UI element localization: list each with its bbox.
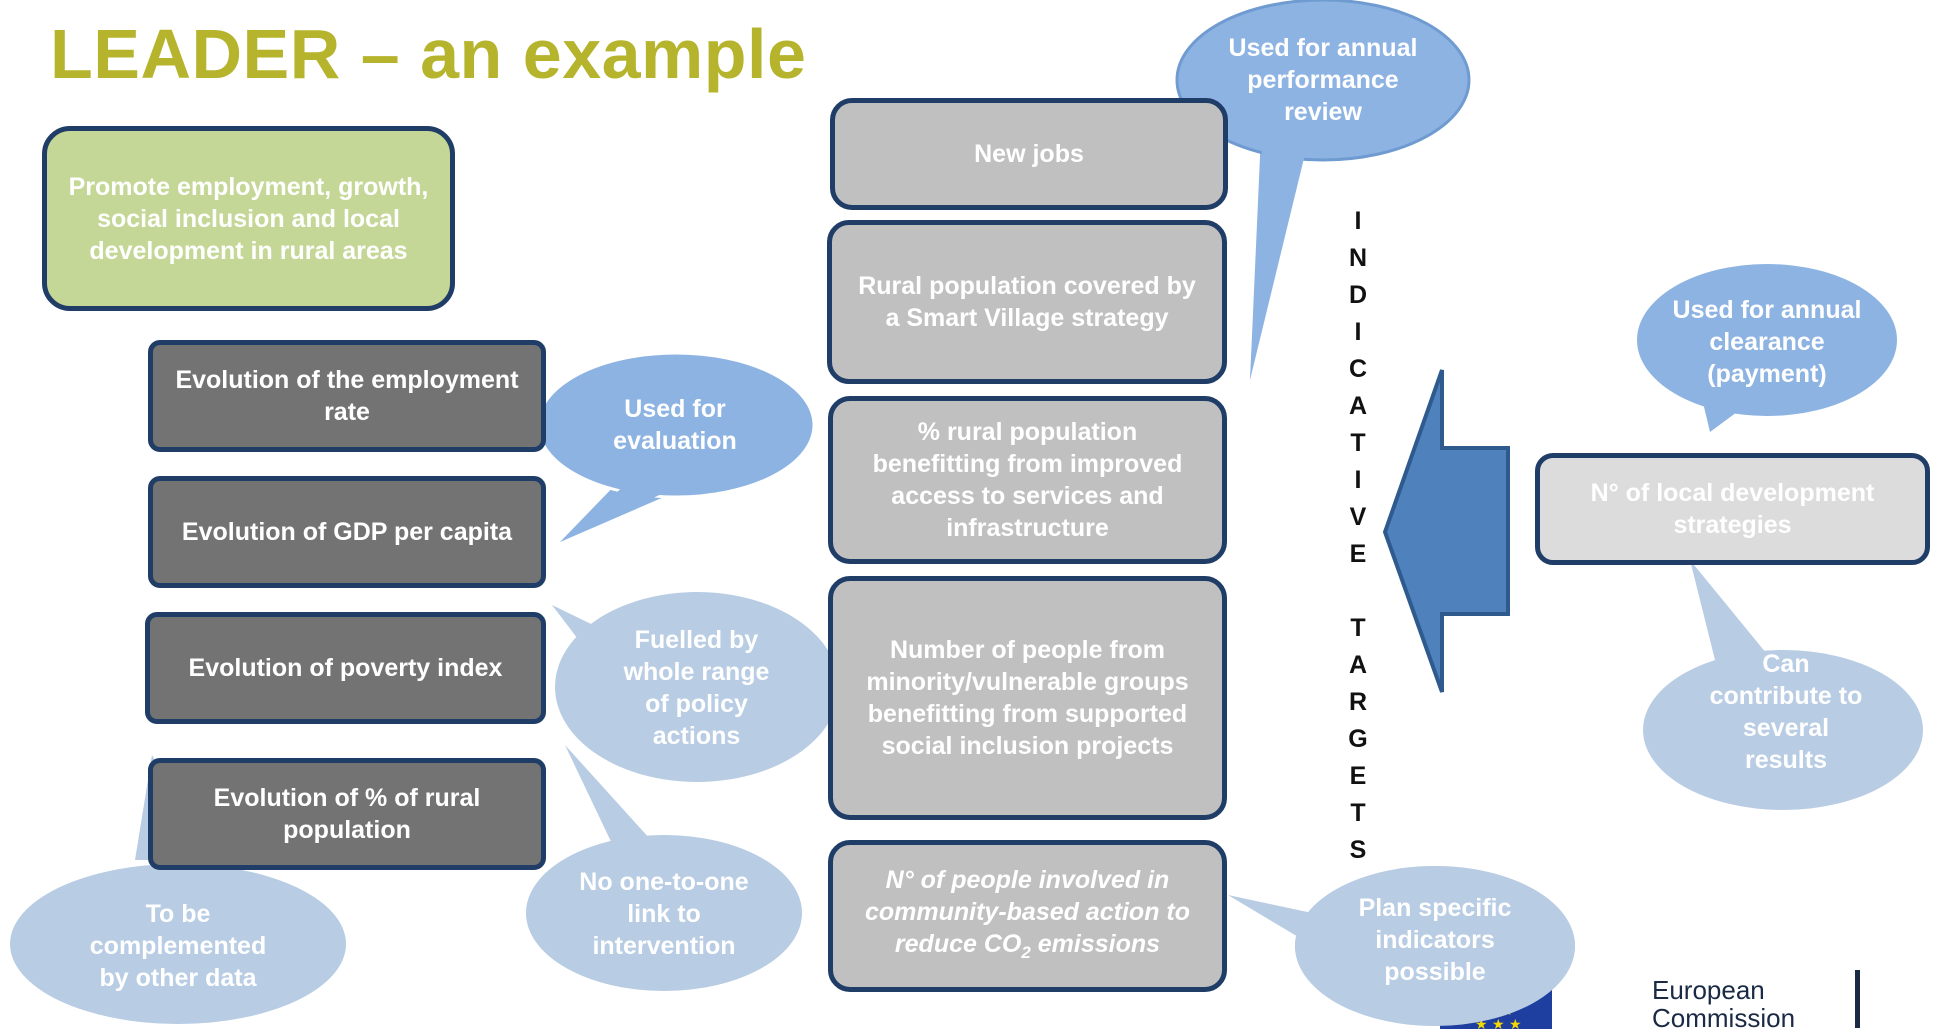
output-indicator-label: N° of local development strategies <box>1590 479 1875 539</box>
logo-line-2: Commission <box>1652 1003 1796 1033</box>
logo-line-1: European <box>1652 975 1765 1005</box>
vertical-letter: A <box>1348 651 1368 679</box>
result-indicator-new-jobs: New jobs <box>830 98 1228 210</box>
context-indicator-label: Evolution of poverty index <box>188 654 503 682</box>
context-indicator-poverty: Evolution of poverty index <box>145 612 546 724</box>
vertical-letter: E <box>1349 762 1367 790</box>
vertical-letter: R <box>1348 688 1368 716</box>
european-commission-logo: European Commission <box>1652 976 1795 1032</box>
result-indicator-label: Rural population covered by a Smart Vill… <box>858 272 1196 332</box>
vertical-letter: T <box>1350 799 1366 827</box>
result-indicator-services-access: % rural population benefitting from impr… <box>828 396 1227 564</box>
bubble-annual-clearance <box>1637 264 1897 432</box>
result-indicator-smart-village: Rural population covered by a Smart Vill… <box>827 220 1227 384</box>
slide-title: LEADER – an example <box>50 15 807 93</box>
specific-indicator-co2: N° of people involved in community-based… <box>828 840 1227 992</box>
bubble-complemented-text: To be complemented by other data <box>89 900 267 992</box>
bubble-fuelled-text: Fuelled by whole range of policy actions <box>623 626 770 750</box>
objective-box: Promote employment, growth, social inclu… <box>42 126 455 311</box>
context-indicator-label: Evolution of GDP per capita <box>181 518 513 546</box>
context-indicator-label: Evolution of the employment rate <box>175 366 519 426</box>
bubble-can-contribute-text: Can contribute to several results <box>1709 650 1863 774</box>
bubble-evaluation-text: Used for evaluation <box>613 395 737 455</box>
vertical-letter: C <box>1348 355 1368 383</box>
context-indicator-employment: Evolution of the employment rate <box>148 340 546 452</box>
specific-indicator-label: N° of people involved in community-based… <box>851 864 1204 969</box>
logo-divider <box>1855 970 1860 1028</box>
vertical-letter: G <box>1348 725 1368 753</box>
bubble-no-link-text: No one-to-one link to intervention <box>579 868 749 960</box>
result-indicator-label: % rural population benefitting from impr… <box>872 418 1183 542</box>
bubble-no-link <box>526 745 802 991</box>
context-indicator-label: Evolution of % of rural population <box>213 784 481 844</box>
specific-indicator-prefix: N° of people involved in community-based… <box>864 865 1191 958</box>
vertical-letter: T <box>1350 429 1366 457</box>
bubble-annual-performance <box>1175 0 1471 380</box>
indicative-targets-label: I N D I C A T I V E T A R G E T S <box>1345 203 1371 869</box>
vertical-letter: I <box>1354 318 1362 346</box>
bubble-fuelled <box>552 592 839 782</box>
specific-indicator-subscript: 2 <box>1021 942 1031 962</box>
context-indicator-gdp: Evolution of GDP per capita <box>148 476 546 588</box>
vertical-letter: I <box>1354 466 1362 494</box>
bubble-can-contribute <box>1643 560 1923 810</box>
result-indicator-social-inclusion: Number of people from minority/vulnerabl… <box>828 576 1227 820</box>
vertical-letter: N <box>1348 244 1368 272</box>
result-indicator-label: New jobs <box>974 140 1084 168</box>
vertical-letter: T <box>1350 614 1366 642</box>
output-indicator-strategies: N° of local development strategies <box>1535 453 1930 565</box>
specific-indicator-suffix: emissions <box>1030 929 1161 958</box>
context-indicator-rural-population: Evolution of % of rural population <box>148 758 546 870</box>
vertical-letter: S <box>1349 836 1367 864</box>
bubble-annual-clearance-text: Used for annual clearance (payment) <box>1672 296 1862 388</box>
vertical-letter: I <box>1354 207 1362 235</box>
vertical-letter: D <box>1348 281 1368 309</box>
bubble-annual-performance-text: Used for annual performance review <box>1228 34 1418 126</box>
vertical-letter: A <box>1348 392 1368 420</box>
vertical-letter: V <box>1349 503 1367 531</box>
vertical-letter: E <box>1349 540 1367 568</box>
objective-text: Promote employment, growth, social inclu… <box>68 172 429 265</box>
indicative-targets-arrow <box>1382 369 1510 693</box>
bubble-plan-specific-text: Plan specific indicators possible <box>1358 894 1512 986</box>
result-indicator-label: Number of people from minority/vulnerabl… <box>866 636 1189 760</box>
